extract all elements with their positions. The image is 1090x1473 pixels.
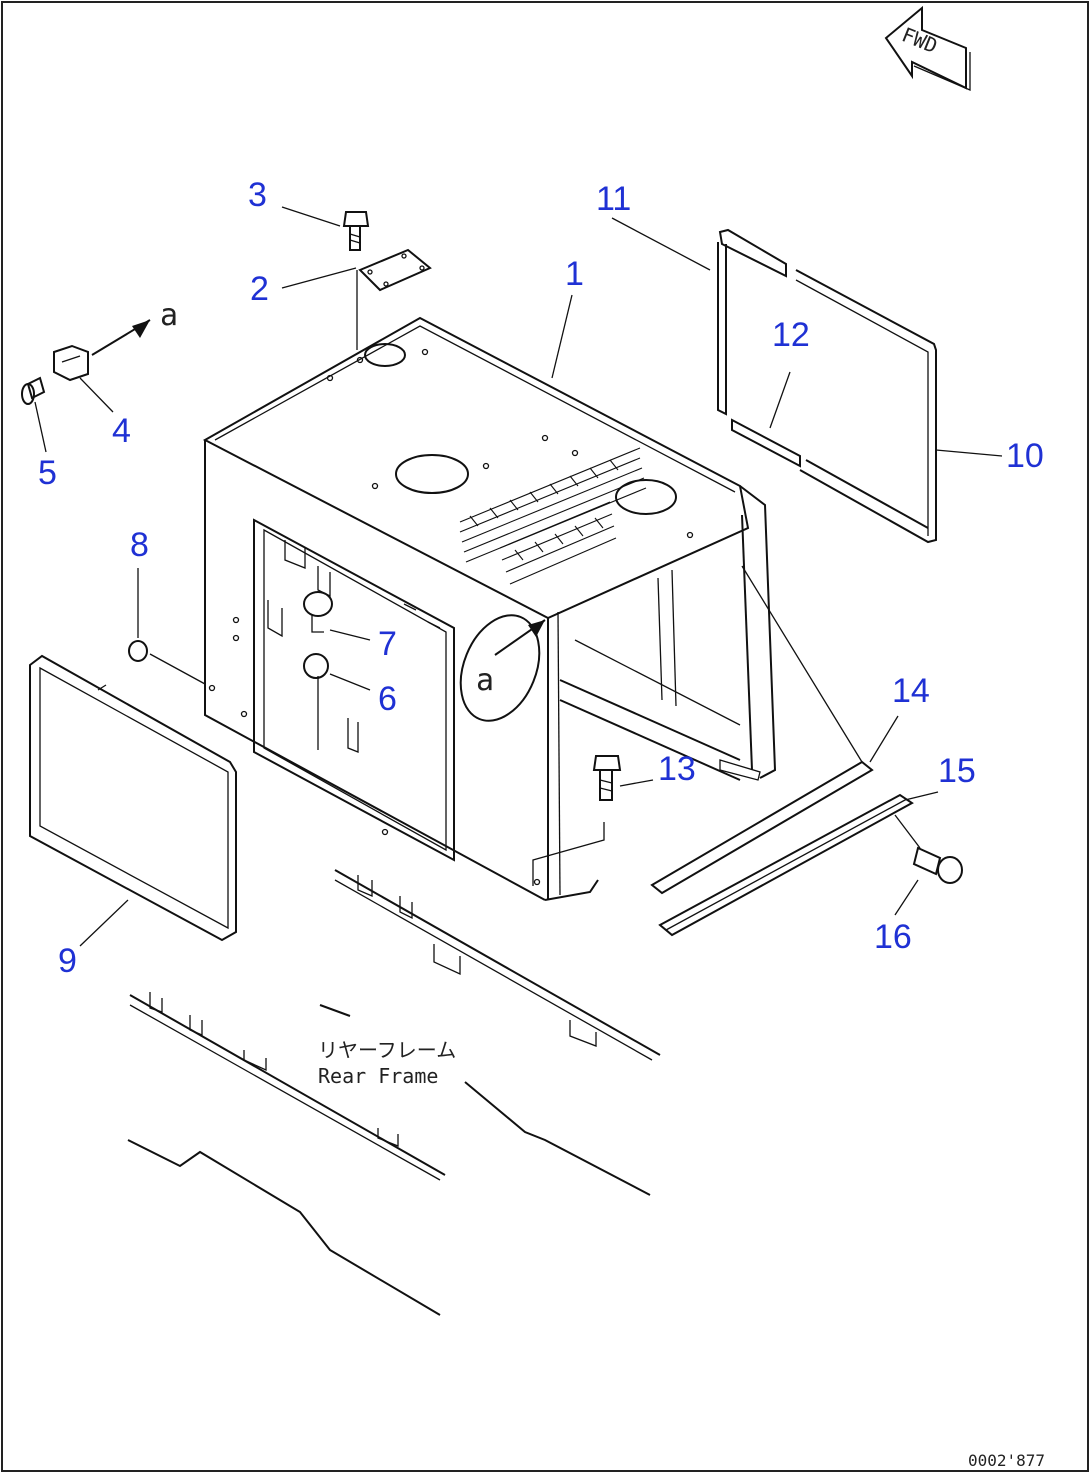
callout-12: 12 xyxy=(772,316,810,354)
fwd-arrow-icon: FWD xyxy=(884,5,971,91)
rear-frame-label-ja: リヤーフレーム xyxy=(318,1038,456,1062)
part-7-clamp-icon xyxy=(303,591,333,633)
callout-2: 2 xyxy=(250,270,269,308)
callout-14: 14 xyxy=(892,672,930,710)
callout-16: 16 xyxy=(874,918,912,956)
part-14-strip xyxy=(650,760,874,895)
part-15-strip xyxy=(658,793,914,937)
callout-10: 10 xyxy=(1006,437,1044,475)
part-10-window-seal xyxy=(717,228,937,544)
callout-9: 9 xyxy=(58,942,77,980)
arrow-a-label: a xyxy=(160,298,178,333)
callout-5: 5 xyxy=(38,454,57,492)
callout-6: 6 xyxy=(378,680,397,718)
hood-body xyxy=(202,316,777,901)
part-16-bolt-icon xyxy=(912,846,963,884)
part-8-nut-icon xyxy=(128,640,206,685)
leader-lines xyxy=(34,206,1003,947)
rear-frame-label-en: Rear Frame xyxy=(318,1064,438,1088)
part-2-plate xyxy=(356,248,432,350)
part-6-clamp-icon xyxy=(303,653,329,750)
callout-8: 8 xyxy=(130,526,149,564)
callout-7: 7 xyxy=(378,625,397,663)
callout-3: 3 xyxy=(248,176,267,214)
part-5-pin-icon xyxy=(21,376,46,405)
part-9-window-seal xyxy=(29,654,237,942)
callout-15: 15 xyxy=(938,752,976,790)
part-4-clip-icon: a xyxy=(53,298,178,382)
rear-frame: リヤーフレーム Rear Frame xyxy=(127,869,661,1316)
drawing-code: 0002'877 xyxy=(968,1451,1045,1470)
view-a-label: a xyxy=(476,663,494,698)
view-a-detail: a xyxy=(459,614,546,722)
callout-1: 1 xyxy=(565,255,584,293)
fwd-label: FWD xyxy=(898,22,940,58)
callout-numbers: 1 2 3 4 5 6 7 8 9 10 11 12 13 14 15 16 xyxy=(38,176,1044,980)
part-13-bolt-icon xyxy=(592,755,622,801)
part-3-bolt-icon xyxy=(342,211,370,251)
callout-13: 13 xyxy=(658,750,696,788)
callout-11: 11 xyxy=(596,180,631,218)
callout-4: 4 xyxy=(112,412,131,450)
vent-grille xyxy=(459,447,647,585)
